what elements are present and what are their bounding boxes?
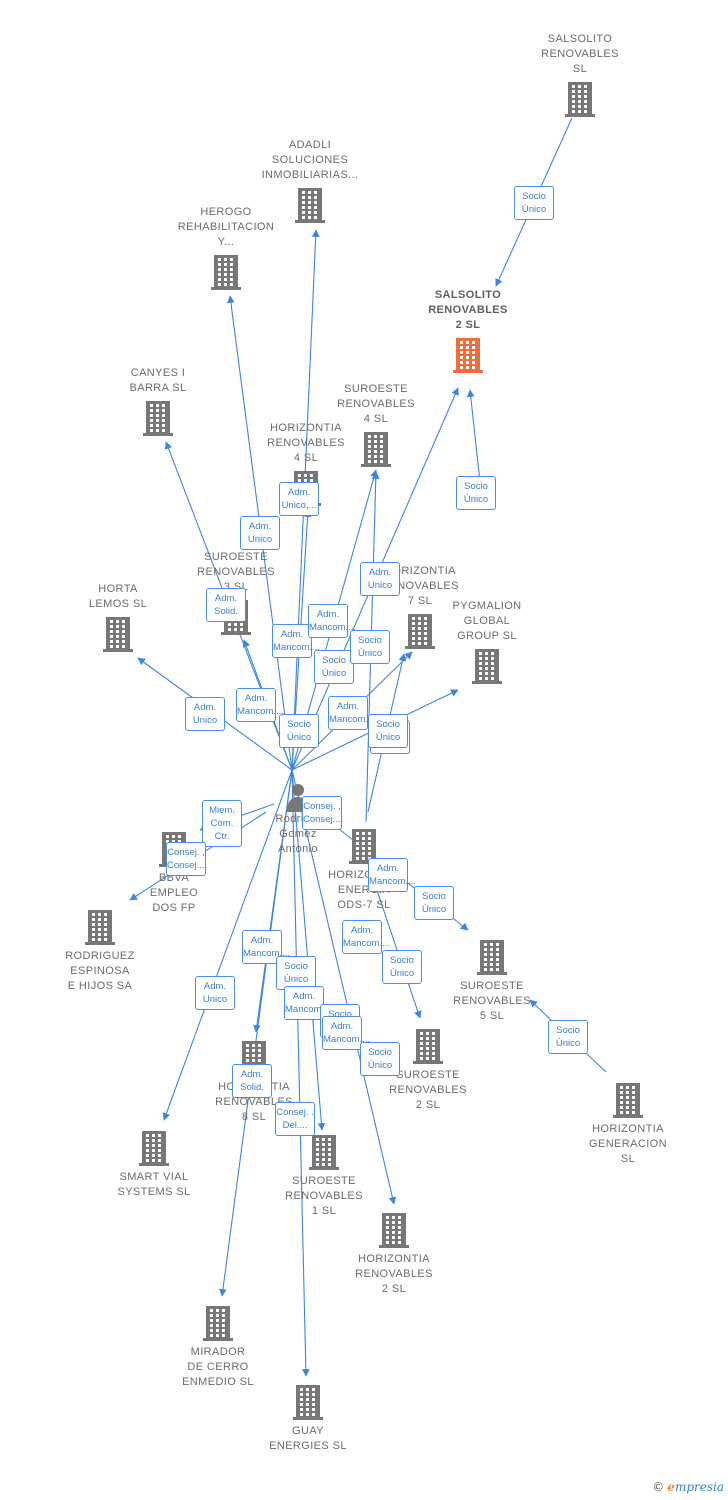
- company-label: HEROGO REHABILITACION Y...: [177, 206, 275, 248]
- relation-role-label[interactable]: Adm. Mancom....: [368, 858, 416, 892]
- relation-role-label[interactable]: Adm. Mancom....: [322, 1016, 370, 1050]
- copyright-symbol: ©: [652, 1480, 665, 1494]
- relation-role-label[interactable]: Socio Único: [350, 630, 390, 664]
- empresia-watermark[interactable]: ©empresia: [652, 1480, 724, 1494]
- relation-role-label[interactable]: Consej. , Consej....: [166, 842, 207, 876]
- company-label: GUAY ENERGIES SL: [269, 1425, 347, 1452]
- company-label: SUROESTE RENOVABLES 3 SL: [197, 551, 275, 593]
- company-label: SMART VIAL SYSTEMS SL: [117, 1171, 191, 1198]
- company-node-guay-energies[interactable]: GUAY ENERGIES SL: [246, 1384, 370, 1454]
- building-icon: [211, 255, 241, 290]
- relation-role-label[interactable]: Adm. Solid.: [206, 588, 246, 622]
- company-node-smart-vial[interactable]: SMART VIAL SYSTEMS SL: [92, 1130, 216, 1200]
- company-label: SUROESTE RENOVABLES 2 SL: [389, 1069, 467, 1111]
- relation-role-label[interactable]: Socio Único: [514, 186, 554, 220]
- building-icon: [613, 1083, 643, 1118]
- relation-role-label[interactable]: Adm. Mancom....: [328, 696, 376, 730]
- relation-role-label[interactable]: Adm. Mancom....: [272, 624, 320, 658]
- company-label: SALSOLITO RENOVABLES 2 SL: [428, 289, 508, 331]
- relation-edge: [291, 769, 326, 1131]
- relation-role-label[interactable]: Miem. Com. Ctr.: [202, 800, 242, 847]
- company-label: HORIZONTIA RENOVABLES 4 SL: [267, 422, 345, 464]
- relation-edge: [162, 769, 293, 1121]
- building-icon: [472, 649, 502, 684]
- relation-role-label[interactable]: Socio Único: [414, 886, 454, 920]
- company-label: HORIZONTIA RENOVABLES 7 SL: [381, 565, 459, 607]
- relation-role-label[interactable]: Adm. Unico,...: [279, 482, 319, 516]
- relation-role-label[interactable]: Socio Único: [368, 714, 408, 748]
- building-icon: [453, 338, 483, 373]
- relation-role-label[interactable]: Adm. Mancom....: [342, 920, 390, 954]
- relation-role-label[interactable]: Adm. Solid.: [232, 1064, 272, 1098]
- company-label: SUROESTE RENOVABLES 1 SL: [285, 1175, 363, 1217]
- company-node-adadli[interactable]: ADADLI SOLUCIONES INMOBILIARIAS...: [248, 138, 372, 223]
- building-icon: [103, 617, 133, 652]
- relation-edge: [291, 769, 397, 1205]
- building-icon: [203, 1306, 233, 1341]
- company-node-suroeste-2[interactable]: SUROESTE RENOVABLES 2 SL: [366, 1028, 490, 1113]
- building-icon: [85, 910, 115, 945]
- relation-role-label[interactable]: Adm. Unico: [360, 562, 400, 596]
- building-icon: [349, 829, 379, 864]
- relation-role-label[interactable]: Consej. , Consej....: [302, 796, 343, 830]
- relation-role-label[interactable]: Socio Único: [456, 476, 496, 510]
- relation-role-label[interactable]: Socio Único: [279, 714, 319, 748]
- company-label: HORIZONTIA RENOVABLES 2 SL: [355, 1253, 433, 1295]
- company-label: SUROESTE RENOVABLES 5 SL: [453, 980, 531, 1022]
- building-icon: [477, 940, 507, 975]
- relation-role-label[interactable]: Consej. . Del....: [275, 1102, 315, 1136]
- company-node-horizontia-generacion[interactable]: HORIZONTIA GENERACION SL: [566, 1082, 690, 1167]
- company-label: SALSOLITO RENOVABLES SL: [541, 33, 619, 75]
- company-node-suroeste-5[interactable]: SUROESTE RENOVABLES 5 SL: [430, 939, 554, 1024]
- company-node-rodriguez-espinosa[interactable]: RODRIGUEZ ESPINOSA E HIJOS SA: [38, 909, 162, 994]
- company-label: HORTA LEMOS SL: [88, 583, 148, 610]
- company-node-pygmalion[interactable]: PYGMALION GLOBAL GROUP SL: [425, 599, 549, 684]
- company-label: RODRIGUEZ ESPINOSA E HIJOS SA: [65, 950, 135, 992]
- brand-initial: e: [667, 1480, 675, 1494]
- building-icon: [405, 614, 435, 649]
- company-node-salsolito-2-focus[interactable]: SALSOLITO RENOVABLES 2 SL: [406, 288, 530, 373]
- company-label: CANYES I BARRA SL: [129, 367, 187, 394]
- company-node-herogo[interactable]: HEROGO REHABILITACION Y...: [164, 205, 288, 290]
- relation-edge: [219, 769, 293, 1297]
- company-node-mirador-cerro[interactable]: MIRADOR DE CERRO ENMEDIO SL: [156, 1305, 280, 1390]
- relation-role-label[interactable]: Socio Único: [548, 1020, 588, 1054]
- company-node-horta-lemos[interactable]: HORTA LEMOS SL: [56, 582, 180, 652]
- company-node-salsolito[interactable]: SALSOLITO RENOVABLES SL: [518, 32, 642, 117]
- relation-role-label[interactable]: Adm. Mancom....: [308, 604, 356, 638]
- company-label: ADADLI SOLUCIONES INMOBILIARIAS...: [261, 139, 359, 181]
- company-node-suroeste-4[interactable]: SUROESTE RENOVABLES 4 SL: [314, 382, 438, 467]
- relation-role-label[interactable]: Adm. Mancom....: [284, 986, 332, 1020]
- relation-edge: [291, 769, 310, 1377]
- building-icon: [379, 1213, 409, 1248]
- company-node-suroeste-1[interactable]: SUROESTE RENOVABLES 1 SL: [262, 1134, 386, 1219]
- relation-role-label[interactable]: Socio Único: [360, 1042, 400, 1076]
- company-node-canyes[interactable]: CANYES I BARRA SL: [96, 366, 220, 436]
- company-node-horizontia-2[interactable]: HORIZONTIA RENOVABLES 2 SL: [332, 1212, 456, 1297]
- relation-role-label[interactable]: Socio Único: [314, 650, 354, 684]
- relation-role-label[interactable]: Adm. Unico: [185, 697, 225, 731]
- relation-role-label[interactable]: Adm. Mancom....: [242, 930, 290, 964]
- relation-role-label[interactable]: Adm. Unico: [195, 976, 235, 1010]
- building-icon: [293, 1385, 323, 1420]
- relation-role-label[interactable]: Adm. Mancom....: [236, 688, 284, 722]
- building-icon: [143, 401, 173, 436]
- building-icon: [139, 1131, 169, 1166]
- company-node-horizontia-7[interactable]: HORIZONTIA RENOVABLES 7 SL: [358, 564, 482, 649]
- relation-role-label[interactable]: Socio Único: [382, 950, 422, 984]
- building-icon: [361, 432, 391, 467]
- relation-role-label[interactable]: Socio Único: [276, 956, 316, 990]
- company-label: SUROESTE RENOVABLES 4 SL: [337, 383, 415, 425]
- building-icon: [565, 82, 595, 117]
- company-label: HORIZONTIA GENERACION SL: [589, 1123, 667, 1165]
- company-label: PYGMALION GLOBAL GROUP SL: [452, 600, 522, 642]
- building-icon: [295, 188, 325, 223]
- brand-name: mpresia: [674, 1480, 724, 1494]
- company-label: MIRADOR DE CERRO ENMEDIO SL: [182, 1346, 254, 1388]
- relation-role-label[interactable]: Adm. Unico: [240, 516, 280, 550]
- building-icon: [309, 1135, 339, 1170]
- building-icon: [413, 1029, 443, 1064]
